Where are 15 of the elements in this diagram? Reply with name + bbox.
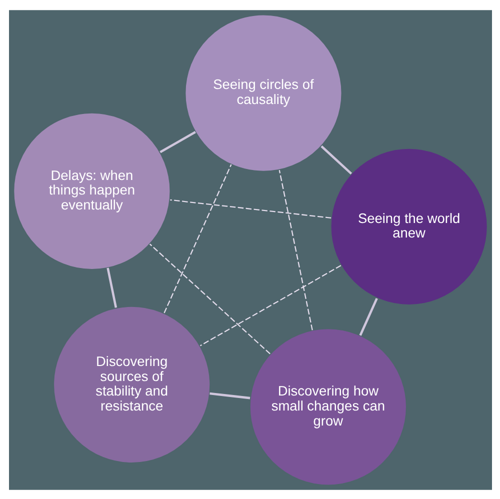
node-circle: Seeing the world anew	[330, 147, 488, 306]
connector	[159, 130, 196, 153]
connector	[199, 264, 341, 346]
node-circle: Delays: when things happen eventually	[12, 112, 170, 270]
node-circle: Discovering sources of stability and resistance	[52, 305, 210, 464]
node-circle: Discovering how small changes can grow	[248, 327, 407, 486]
connector	[170, 198, 331, 218]
connector	[106, 267, 117, 308]
connector	[320, 144, 352, 174]
connector	[209, 392, 250, 399]
node-circle: Seeing circles of causality	[184, 14, 342, 172]
connector	[148, 243, 270, 354]
connector	[278, 170, 312, 330]
connector	[163, 164, 232, 313]
connector	[358, 297, 378, 336]
